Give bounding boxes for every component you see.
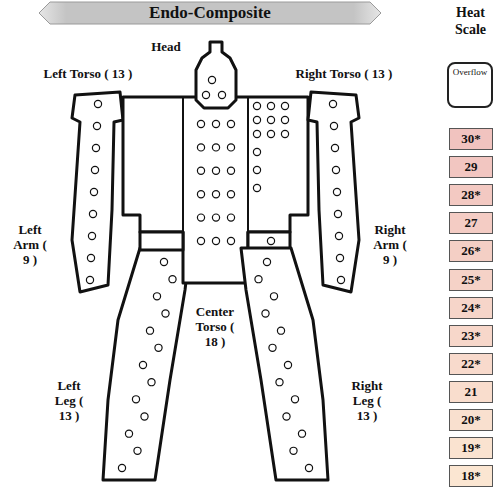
heat-value: 29 — [465, 159, 478, 175]
armor-circle — [197, 191, 204, 198]
armor-circle — [134, 447, 141, 454]
part-label: Center Torso ( 18 ) — [189, 304, 241, 349]
heat-cell: 18* — [449, 465, 493, 487]
armor-circle — [169, 276, 176, 283]
title-banner — [39, 2, 381, 24]
part-label: Left Arm ( 9 ) — [10, 222, 50, 267]
armor-circle — [212, 237, 219, 244]
armor-circle — [139, 361, 146, 368]
heat-value: 18* — [461, 468, 481, 484]
heat-cell: 30* — [449, 128, 493, 150]
heat-value: 23* — [461, 328, 481, 344]
armor-circle — [155, 344, 162, 351]
heat-cell: 26* — [449, 240, 493, 262]
heat-cell: 20* — [449, 409, 493, 431]
scale-heading: Heat Scale — [444, 4, 497, 38]
armor-circle — [87, 254, 94, 261]
heat-cell: 27 — [449, 212, 493, 234]
heat-cell: 19* — [449, 437, 493, 459]
armor-circle — [197, 120, 204, 127]
heat-value: 21 — [465, 384, 478, 400]
armor-circle — [118, 464, 125, 471]
armor-circle — [146, 327, 153, 334]
overflow-box: Overflow — [447, 62, 493, 108]
torso-divider — [182, 98, 184, 283]
heat-cell: 23* — [449, 325, 493, 347]
armor-circle — [218, 91, 225, 98]
armor-circle — [94, 100, 101, 107]
armor-circle — [125, 430, 132, 437]
heat-cell: 29 — [449, 156, 493, 178]
heat-value: 19* — [461, 440, 481, 456]
armor-circle — [197, 214, 204, 221]
arm-outline — [72, 92, 123, 292]
part-label: Left Leg ( 13 ) — [49, 378, 89, 423]
heat-cell: 22* — [449, 353, 493, 375]
heat-value: 26* — [461, 243, 481, 259]
part-label: Right Leg ( 13 ) — [347, 378, 387, 423]
armor-circle — [89, 210, 96, 217]
heat-cell: 28* — [449, 184, 493, 206]
armor-circle — [227, 167, 234, 174]
right-body-parts — [241, 92, 359, 480]
armor-circle — [227, 214, 234, 221]
armor-circle — [93, 122, 100, 129]
heat-cell: 21 — [449, 381, 493, 403]
part-label: Left Torso ( 13 ) — [26, 66, 150, 81]
heat-value: 27 — [465, 215, 478, 231]
heat-value: 28* — [461, 187, 481, 203]
armor-circle — [153, 293, 160, 300]
armor-circle — [197, 144, 204, 151]
armor-circle — [227, 144, 234, 151]
armor-circle — [212, 120, 219, 127]
armor-circle — [227, 120, 234, 127]
armor-circle — [91, 166, 98, 173]
heat-cell: 25* — [449, 269, 493, 291]
armor-circle — [86, 276, 93, 283]
armor-circle — [202, 91, 209, 98]
armor-circle — [90, 188, 97, 195]
title-text: Endo-Composite — [40, 2, 380, 24]
armor-circle — [197, 237, 204, 244]
armor-circle — [208, 76, 215, 83]
heat-value: 30* — [461, 131, 481, 147]
part-label: Right Arm ( 9 ) — [370, 222, 410, 267]
leg-outline — [103, 248, 190, 480]
armor-circle — [92, 144, 99, 151]
heat-value: 25* — [461, 272, 481, 288]
armor-circle — [148, 379, 155, 386]
armor-circle — [132, 396, 139, 403]
armor-circle — [212, 191, 219, 198]
armor-circle — [162, 310, 169, 317]
armor-circles — [197, 76, 234, 244]
armor-circle — [212, 144, 219, 151]
armor-circle — [88, 232, 95, 239]
armor-circle — [212, 167, 219, 174]
part-label: Head — [146, 39, 186, 54]
armor-circle — [227, 191, 234, 198]
overflow-label: Overflow — [453, 67, 488, 77]
armor-circle — [212, 214, 219, 221]
part-label: Right Torso ( 13 ) — [281, 66, 407, 81]
head-outline — [196, 42, 236, 108]
armor-circle — [160, 258, 167, 265]
armor-circle — [227, 237, 234, 244]
heat-cell: 24* — [449, 297, 493, 319]
heat-value: 20* — [461, 412, 481, 428]
heat-value: 22* — [461, 356, 481, 372]
armor-circle — [197, 167, 204, 174]
armor-circle — [141, 413, 148, 420]
heat-value: 24* — [461, 300, 481, 316]
